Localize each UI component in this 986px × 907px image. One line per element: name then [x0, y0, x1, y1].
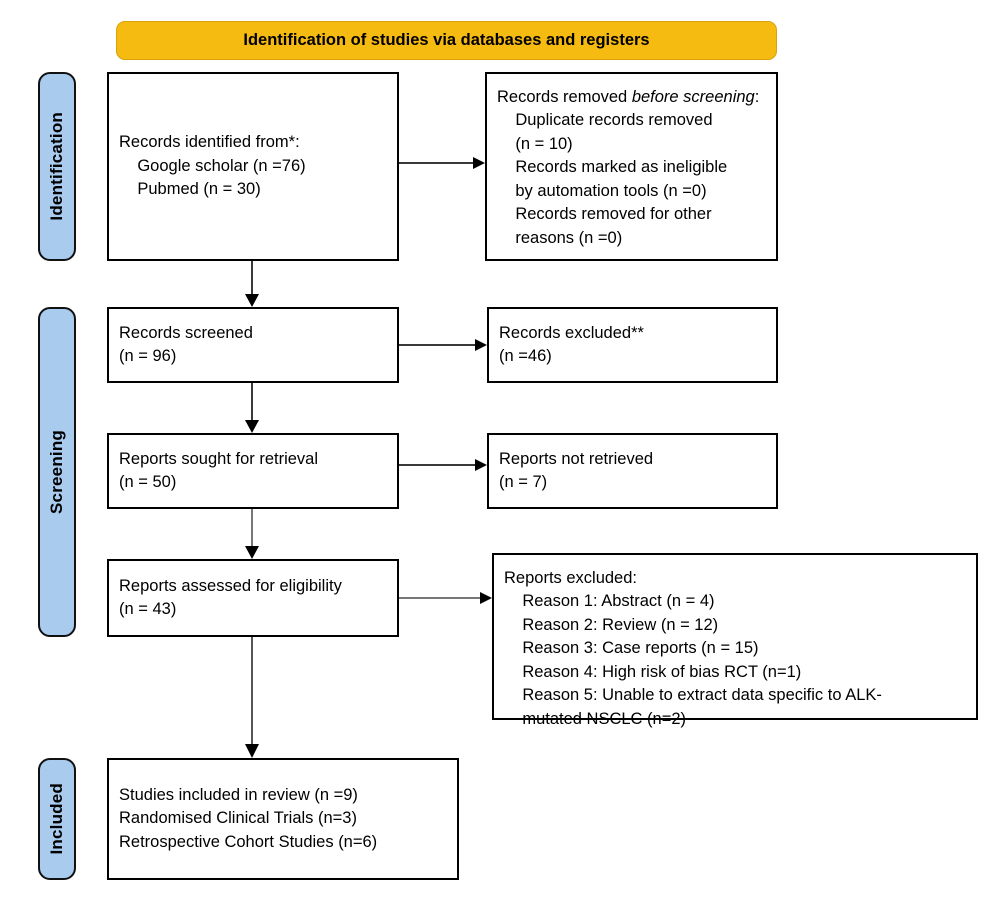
arrow-sought-to-not-retrieved: [399, 459, 487, 471]
box-records-identified: Records identified from*: Google scholar…: [107, 72, 399, 261]
arrow-assessed-to-excluded: [399, 592, 492, 604]
box-reports-not-retrieved: Reports not retrieved (n = 7): [487, 433, 778, 509]
box-reports-not-retrieved-text: Reports not retrieved (n = 7): [499, 449, 654, 491]
box-reports-sought-text: Reports sought for retrieval (n = 50): [119, 449, 319, 491]
arrow-assessed-to-included: [241, 637, 263, 758]
box-reports-excluded-text: Reports excluded: Reason 1: Abstract (n …: [504, 569, 882, 728]
box-records-excluded-text: Records excluded** (n =46): [499, 323, 644, 365]
stage-tab-identification-label: Identification: [47, 112, 66, 221]
records-removed-lead-tail: :: [754, 88, 760, 106]
stage-tab-screening: Screening: [38, 307, 76, 637]
records-removed-body: Duplicate records removed (n = 10) Recor…: [515, 111, 728, 247]
box-records-removed-text: Records removed before screening: Duplic…: [487, 74, 769, 250]
stage-tab-included: Included: [38, 758, 76, 880]
box-reports-excluded-reasons: Reports excluded: Reason 1: Abstract (n …: [492, 553, 978, 728]
records-removed-lead-plain: Records removed: [497, 88, 632, 106]
arrow-identified-to-removed: [399, 157, 485, 169]
arrow-screened-to-reports-sought: [241, 383, 263, 433]
records-removed-lead-italic: before screening: [631, 88, 755, 106]
box-records-excluded: Records excluded** (n =46): [487, 307, 778, 383]
arrow-sought-to-assessed: [241, 509, 263, 559]
box-records-identified-text: Records identified from*: Google scholar…: [119, 133, 306, 199]
stage-tab-included-label: Included: [47, 783, 66, 855]
arrow-identified-to-screened: [241, 261, 263, 307]
banner-identification-via-databases: Identification of studies via databases …: [116, 21, 777, 60]
stage-tab-identification: Identification: [38, 72, 76, 261]
box-records-removed-before-screening: Records removed before screening: Duplic…: [485, 72, 778, 261]
box-records-screened-text: Records screened (n = 96): [119, 323, 253, 365]
box-records-screened: Records screened (n = 96): [107, 307, 399, 383]
banner-label: Identification of studies via databases …: [243, 31, 650, 49]
box-reports-sought-for-retrieval: Reports sought for retrieval (n = 50): [107, 433, 399, 509]
box-reports-assessed-for-eligibility: Reports assessed for eligibility (n = 43…: [107, 559, 399, 637]
box-studies-included-in-review: Studies included in review (n =9) Random…: [107, 758, 459, 880]
box-studies-included-text: Studies included in review (n =9) Random…: [119, 785, 378, 851]
stage-tab-screening-label: Screening: [47, 430, 66, 514]
arrow-screened-to-excluded: [399, 339, 487, 351]
box-reports-assessed-text: Reports assessed for eligibility (n = 43…: [119, 576, 342, 618]
